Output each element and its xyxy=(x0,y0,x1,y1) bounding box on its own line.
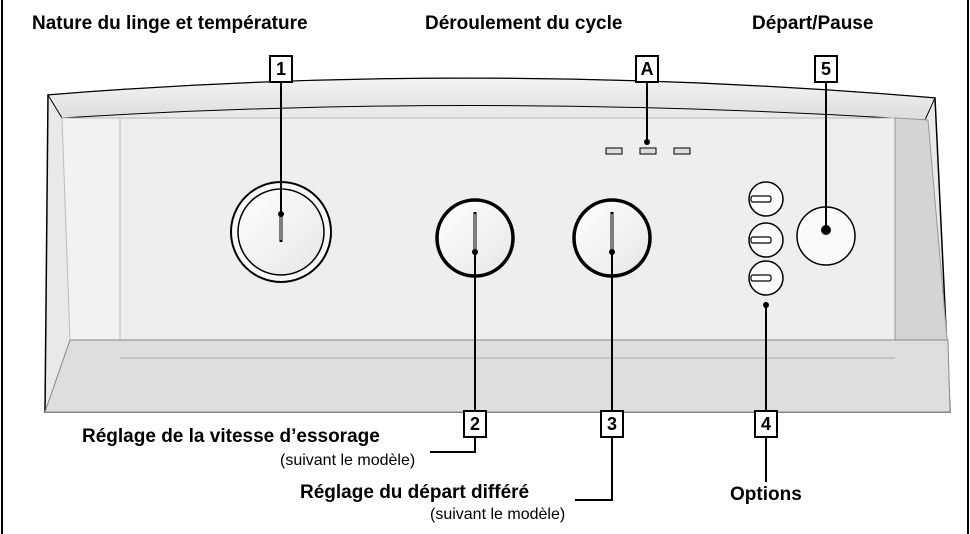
cycle-led-1 xyxy=(605,147,623,155)
marker-2: 2 xyxy=(463,410,487,438)
cycle-led-3 xyxy=(673,147,691,155)
cycle-led-2 xyxy=(639,147,657,155)
label-options: Options xyxy=(730,484,802,505)
label-delay-start-note: (suivant le modèle) xyxy=(430,506,566,523)
marker-1: 1 xyxy=(269,55,293,83)
label-cycle-progress: Déroulement du cycle xyxy=(425,13,623,34)
label-temperature: Nature du linge et température xyxy=(32,13,308,34)
option-button-1[interactable] xyxy=(748,181,784,217)
leader-lines xyxy=(278,80,827,501)
marker-a: A xyxy=(635,55,659,83)
temperature-knob[interactable] xyxy=(230,181,332,283)
marker-5: 5 xyxy=(814,55,838,83)
label-spin-speed: Réglage de la vitesse d’essorage xyxy=(82,426,380,447)
panel-bottom-strip xyxy=(44,339,951,413)
marker-3: 3 xyxy=(600,410,624,438)
label-start-pause: Départ/Pause xyxy=(752,13,874,34)
label-delay-start: Réglage du départ différé xyxy=(300,482,530,503)
spin-speed-knob[interactable] xyxy=(435,198,515,278)
option-button-3[interactable] xyxy=(748,260,784,296)
marker-4: 4 xyxy=(754,410,778,438)
panel-left-end xyxy=(61,117,121,341)
option-button-2[interactable] xyxy=(748,222,784,258)
label-spin-speed-note: (suivant le modèle) xyxy=(280,452,416,469)
start-pause-button[interactable] xyxy=(796,206,856,266)
